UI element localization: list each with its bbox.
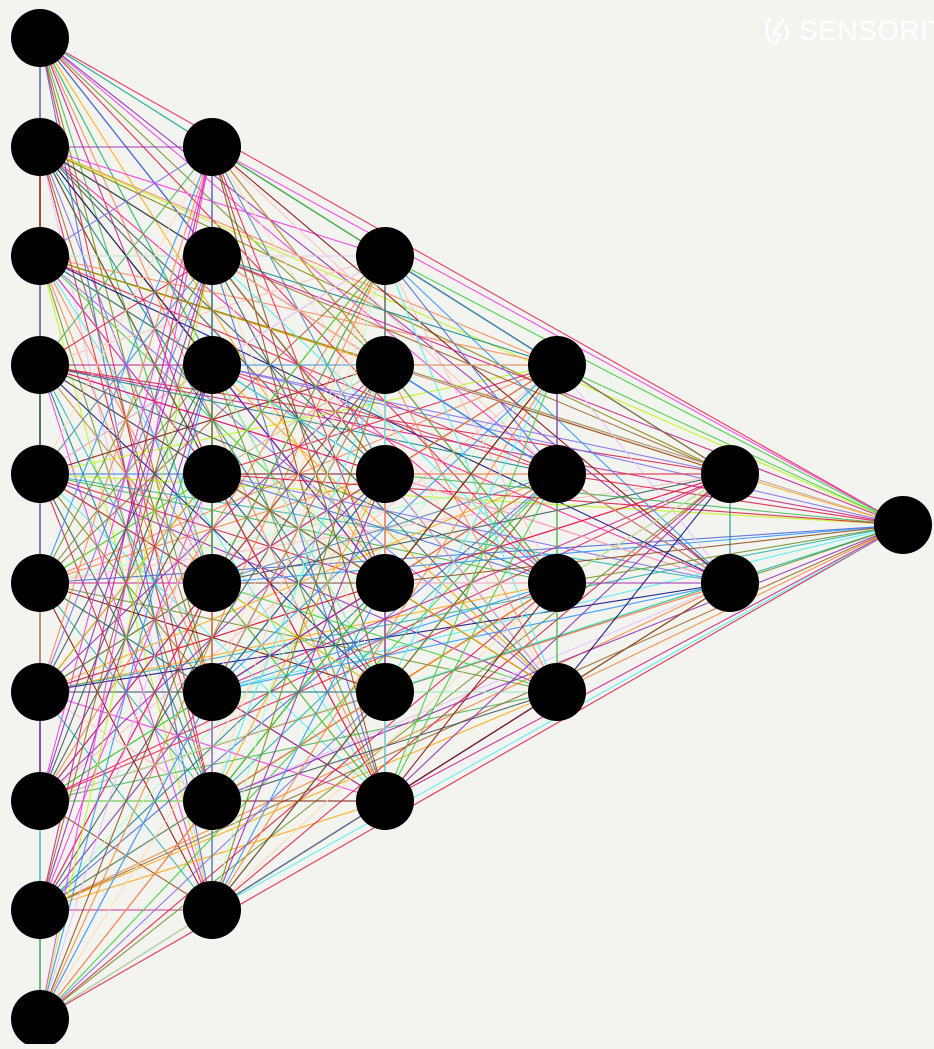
edge — [384, 524, 904, 693]
watermark-text: SENSORIT — [799, 15, 934, 46]
node-layer5-2 — [701, 554, 759, 612]
sensorit-logo-icon — [765, 17, 790, 46]
edge — [39, 582, 213, 1020]
node-layer2-2 — [183, 227, 241, 285]
edge — [211, 146, 904, 526]
node-layer5-1 — [701, 445, 759, 503]
edge — [39, 473, 213, 1020]
edge — [39, 524, 904, 911]
edge — [384, 473, 904, 526]
node-layer3-2 — [356, 336, 414, 394]
edge — [384, 524, 904, 584]
edge — [556, 364, 731, 475]
node-layer3-4 — [356, 554, 414, 612]
node-layer2-4 — [183, 445, 241, 503]
edge — [384, 255, 904, 526]
node-layer2-8 — [183, 881, 241, 939]
edge — [211, 255, 386, 475]
edge — [39, 37, 904, 526]
node-layer4-4 — [528, 663, 586, 721]
edge — [729, 473, 904, 526]
edge — [39, 146, 904, 526]
edge — [384, 364, 558, 584]
node-layer2-7 — [183, 772, 241, 830]
edge — [384, 364, 904, 526]
nodes-layer — [11, 9, 932, 1048]
edge — [39, 146, 213, 693]
node-layer2-5 — [183, 554, 241, 612]
node-layer4-3 — [528, 554, 586, 612]
node-layer2-6 — [183, 663, 241, 721]
node-layer4-2 — [528, 445, 586, 503]
edge — [39, 146, 213, 584]
edge — [211, 255, 386, 366]
node-layer4-1 — [528, 336, 586, 394]
node-layer1-4 — [11, 336, 69, 394]
edge — [384, 364, 558, 693]
node-layer3-5 — [356, 663, 414, 721]
node-layer1-8 — [11, 772, 69, 830]
edge — [39, 146, 213, 475]
edges-layer — [39, 37, 904, 1020]
edge — [211, 473, 386, 911]
node-layer1-9 — [11, 881, 69, 939]
edge — [39, 146, 213, 257]
node-layer2-3 — [183, 336, 241, 394]
node-layer2-1 — [183, 118, 241, 176]
edge — [556, 582, 731, 693]
node-layer1-10 — [11, 990, 69, 1048]
node-layer3-6 — [356, 772, 414, 830]
edge — [384, 582, 558, 802]
node-layer6-1 — [874, 496, 932, 554]
node-layer1-6 — [11, 554, 69, 612]
edge — [384, 364, 558, 475]
edge — [39, 524, 904, 1020]
edge — [556, 473, 731, 693]
node-layer1-3 — [11, 227, 69, 285]
edge — [729, 524, 904, 584]
edge — [384, 473, 558, 802]
node-layer1-2 — [11, 118, 69, 176]
edge — [211, 364, 386, 911]
node-layer1-1 — [11, 9, 69, 67]
edge — [556, 473, 731, 584]
edge — [39, 146, 213, 911]
node-layer1-7 — [11, 663, 69, 721]
node-layer3-1 — [356, 227, 414, 285]
edge — [384, 524, 904, 802]
edge — [384, 364, 558, 802]
edge — [211, 582, 386, 911]
edge — [39, 146, 213, 1020]
edge — [39, 255, 213, 1020]
edge — [211, 255, 386, 693]
edge — [211, 255, 386, 584]
node-layer1-5 — [11, 445, 69, 503]
edge — [39, 364, 904, 526]
watermark: SENSORIT — [763, 14, 934, 48]
edge — [211, 255, 386, 802]
node-layer3-3 — [356, 445, 414, 503]
edge — [39, 146, 213, 366]
